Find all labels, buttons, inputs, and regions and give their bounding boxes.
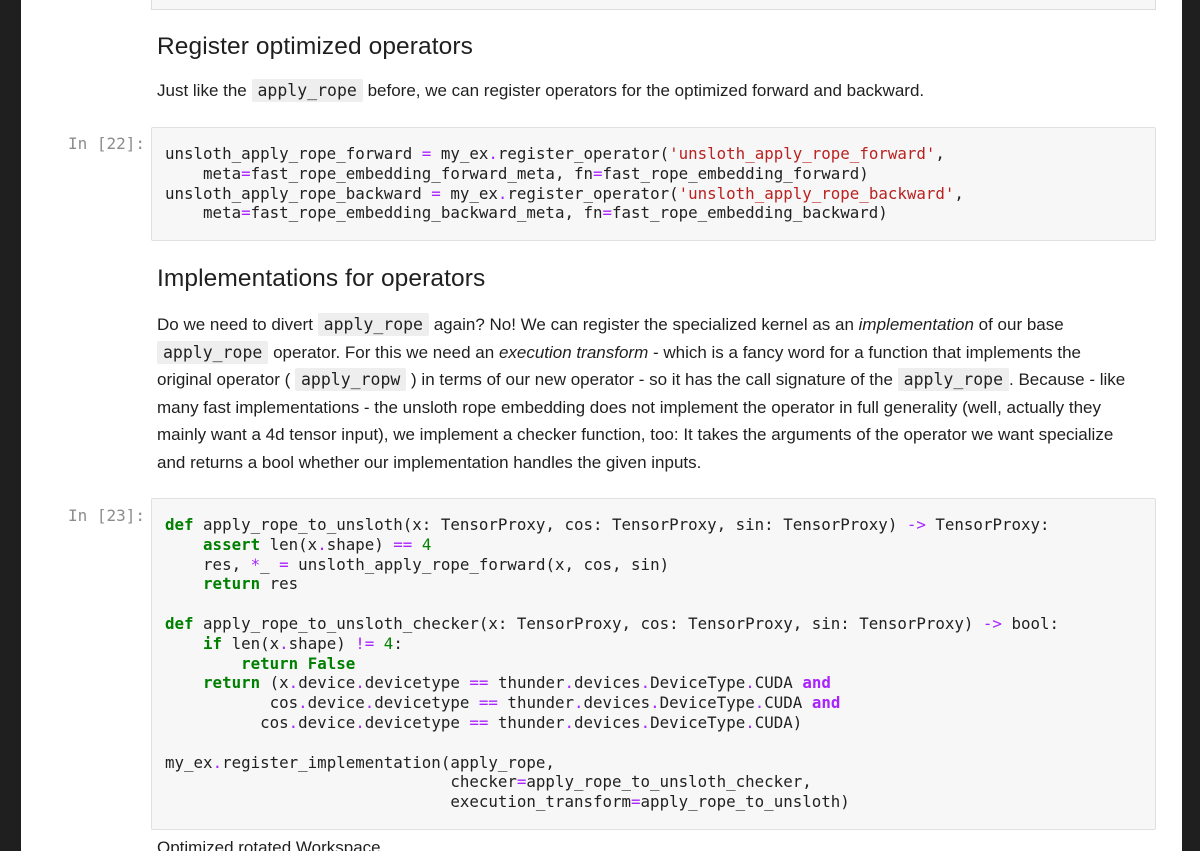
code-line: cos.device.devicetype == thunder.devices… <box>165 693 841 713</box>
text: many fast implementations - the unsloth … <box>157 397 1102 417</box>
previous-code-cell[interactable] <box>151 0 1156 10</box>
heading-implementations-for-operators: Implementations for operators <box>157 265 486 292</box>
notebook-page: Register optimized operators Just like t… <box>21 0 1182 851</box>
inline-code: apply_rope <box>897 368 1010 391</box>
code-line: execution_transform=apply_rope_to_unslot… <box>165 792 850 812</box>
code-line: def apply_rope_to_unsloth(x: TensorProxy… <box>165 515 1050 534</box>
code-line: def apply_rope_to_unsloth_checker(x: Ten… <box>165 613 1060 633</box>
paragraph-implementations: Do we need to divert apply_rope again? N… <box>157 311 1147 476</box>
text: operator. For this we need an <box>268 342 499 362</box>
inline-code: apply_rope <box>251 79 363 102</box>
text: original operator ( <box>157 370 295 389</box>
code-cell-22[interactable]: unsloth_apply_rope_forward = my_ex.regis… <box>151 127 1156 241</box>
inline-code: apply_rope <box>157 340 269 364</box>
code-line: unsloth_apply_rope_backward = my_ex.regi… <box>165 183 964 203</box>
text: Do we need to divert <box>157 315 318 334</box>
code-line: if len(x.shape) != 4: <box>203 633 403 653</box>
code-line: cos.device.devicetype == thunder.devices… <box>165 712 803 732</box>
heading-register-optimized-operators: Register optimized operators <box>157 33 474 60</box>
text: - which is a fancy word for a function t… <box>648 342 1081 362</box>
code-editor-22[interactable]: unsloth_apply_rope_forward = my_ex.regis… <box>152 128 1155 223</box>
code-line: my_ex.register_implementation(apply_rope… <box>165 752 555 772</box>
code-line: checker=apply_rope_to_unsloth_checker, <box>165 772 812 792</box>
code-line: return res <box>203 574 299 594</box>
code-cell-23[interactable]: def apply_rope_to_unsloth(x: TensorProxy… <box>151 498 1156 830</box>
text: ) in terms of our new operator - so it h… <box>406 370 898 389</box>
text: . Because - like <box>1009 370 1126 389</box>
text: Just like the <box>157 81 252 100</box>
code-line: return (x.device.devicetype == thunder.d… <box>203 673 831 693</box>
paragraph-register: Just like the apply_rope before, we can … <box>157 77 1147 105</box>
cell-prompt-22: In [22]: <box>68 134 146 153</box>
code-line: assert len(x.shape) == 4 <box>203 534 432 554</box>
inline-code: apply_ropw <box>294 368 407 391</box>
code-line: meta=fast_rope_embedding_forward_meta, f… <box>165 163 869 183</box>
text: and returns a bool whether our implement… <box>157 452 702 472</box>
cell-prompt-23: In [23]: <box>68 506 146 525</box>
code-editor-23[interactable]: def apply_rope_to_unsloth(x: TensorProxy… <box>152 499 1155 812</box>
text: mainly want a 4d tensor input), we imple… <box>157 425 1114 444</box>
text: before, we can register operators for th… <box>362 81 925 100</box>
code-line: meta=fast_rope_embedding_backward_meta, … <box>165 203 888 223</box>
inline-code: apply_rope <box>317 313 429 336</box>
emphasis: implementation <box>858 315 974 334</box>
code-line: res, *_ = unsloth_apply_rope_forward(x, … <box>165 554 670 574</box>
text: of our base <box>973 315 1064 334</box>
code-line: return False <box>241 653 356 673</box>
emphasis: execution transform <box>498 342 649 362</box>
text: again? No! We can register the specializ… <box>429 315 859 334</box>
code-line: unsloth_apply_rope_forward = my_ex.regis… <box>165 144 945 163</box>
next-markdown-text: Optimized rotated Workspace <box>157 838 381 851</box>
